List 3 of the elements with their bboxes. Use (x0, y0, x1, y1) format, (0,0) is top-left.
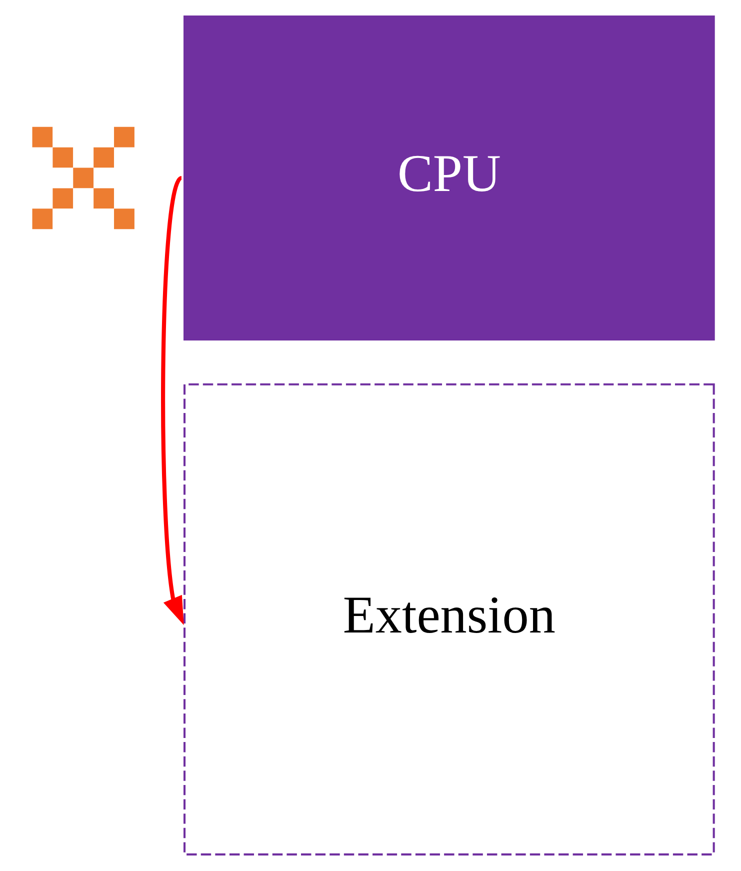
arrow (160, 176, 184, 626)
node-box: CPU (183, 16, 714, 340)
node-box: Extension (183, 383, 714, 856)
